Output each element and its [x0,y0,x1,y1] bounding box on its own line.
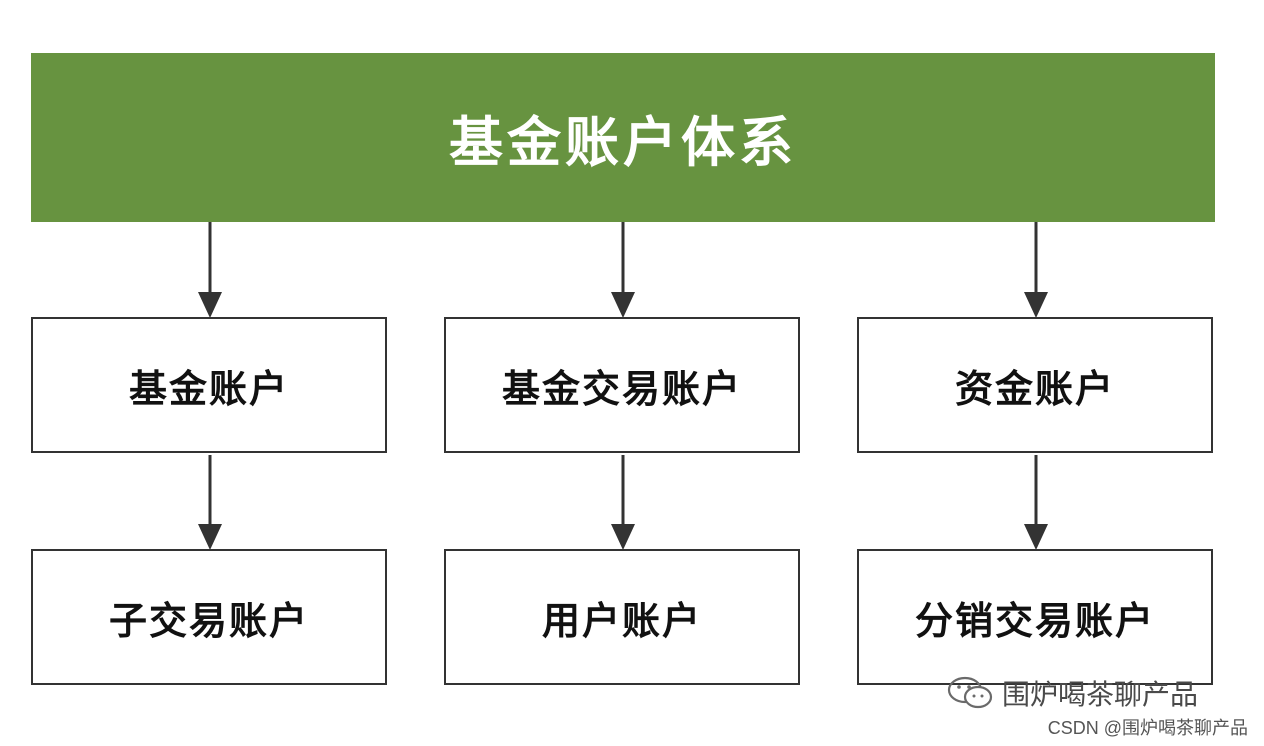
node-label: 用户账户 [541,597,702,643]
node-fund-trading-account: 基金交易账户 [444,317,800,453]
arrowhead-col1-top-to-bottom [198,524,222,550]
node-label: 子交易账户 [108,597,309,643]
node-distribution-trading-account: 分销交易账户 [857,549,1213,685]
title-banner: 基金账户体系 [31,53,1215,222]
node-label: 基金账户 [128,365,289,411]
csdn-credit: CSDN @围炉喝茶聊产品 [1047,718,1248,738]
node-capital-account: 资金账户 [857,317,1213,453]
arrowhead-col2-top-to-bottom [611,524,635,550]
arrowhead-title-to-col2 [611,292,635,318]
arrowhead-col3-top-to-bottom [1024,524,1048,550]
watermark: 围炉喝茶聊产品 [946,673,1198,713]
watermark-text: 围炉喝茶聊产品 [1002,678,1199,711]
node-label: 资金账户 [954,365,1115,411]
node-fund-account: 基金账户 [31,317,387,453]
arrowhead-title-to-col3 [1024,292,1048,318]
node-sub-trading-account: 子交易账户 [31,549,387,685]
node-label: 基金交易账户 [501,365,742,411]
diagram-title: 基金账户体系 [449,110,797,174]
node-user-account: 用户账户 [444,549,800,685]
wechat-icon [947,676,993,709]
arrowhead-title-to-col1 [198,292,222,318]
node-label: 分销交易账户 [914,597,1155,643]
